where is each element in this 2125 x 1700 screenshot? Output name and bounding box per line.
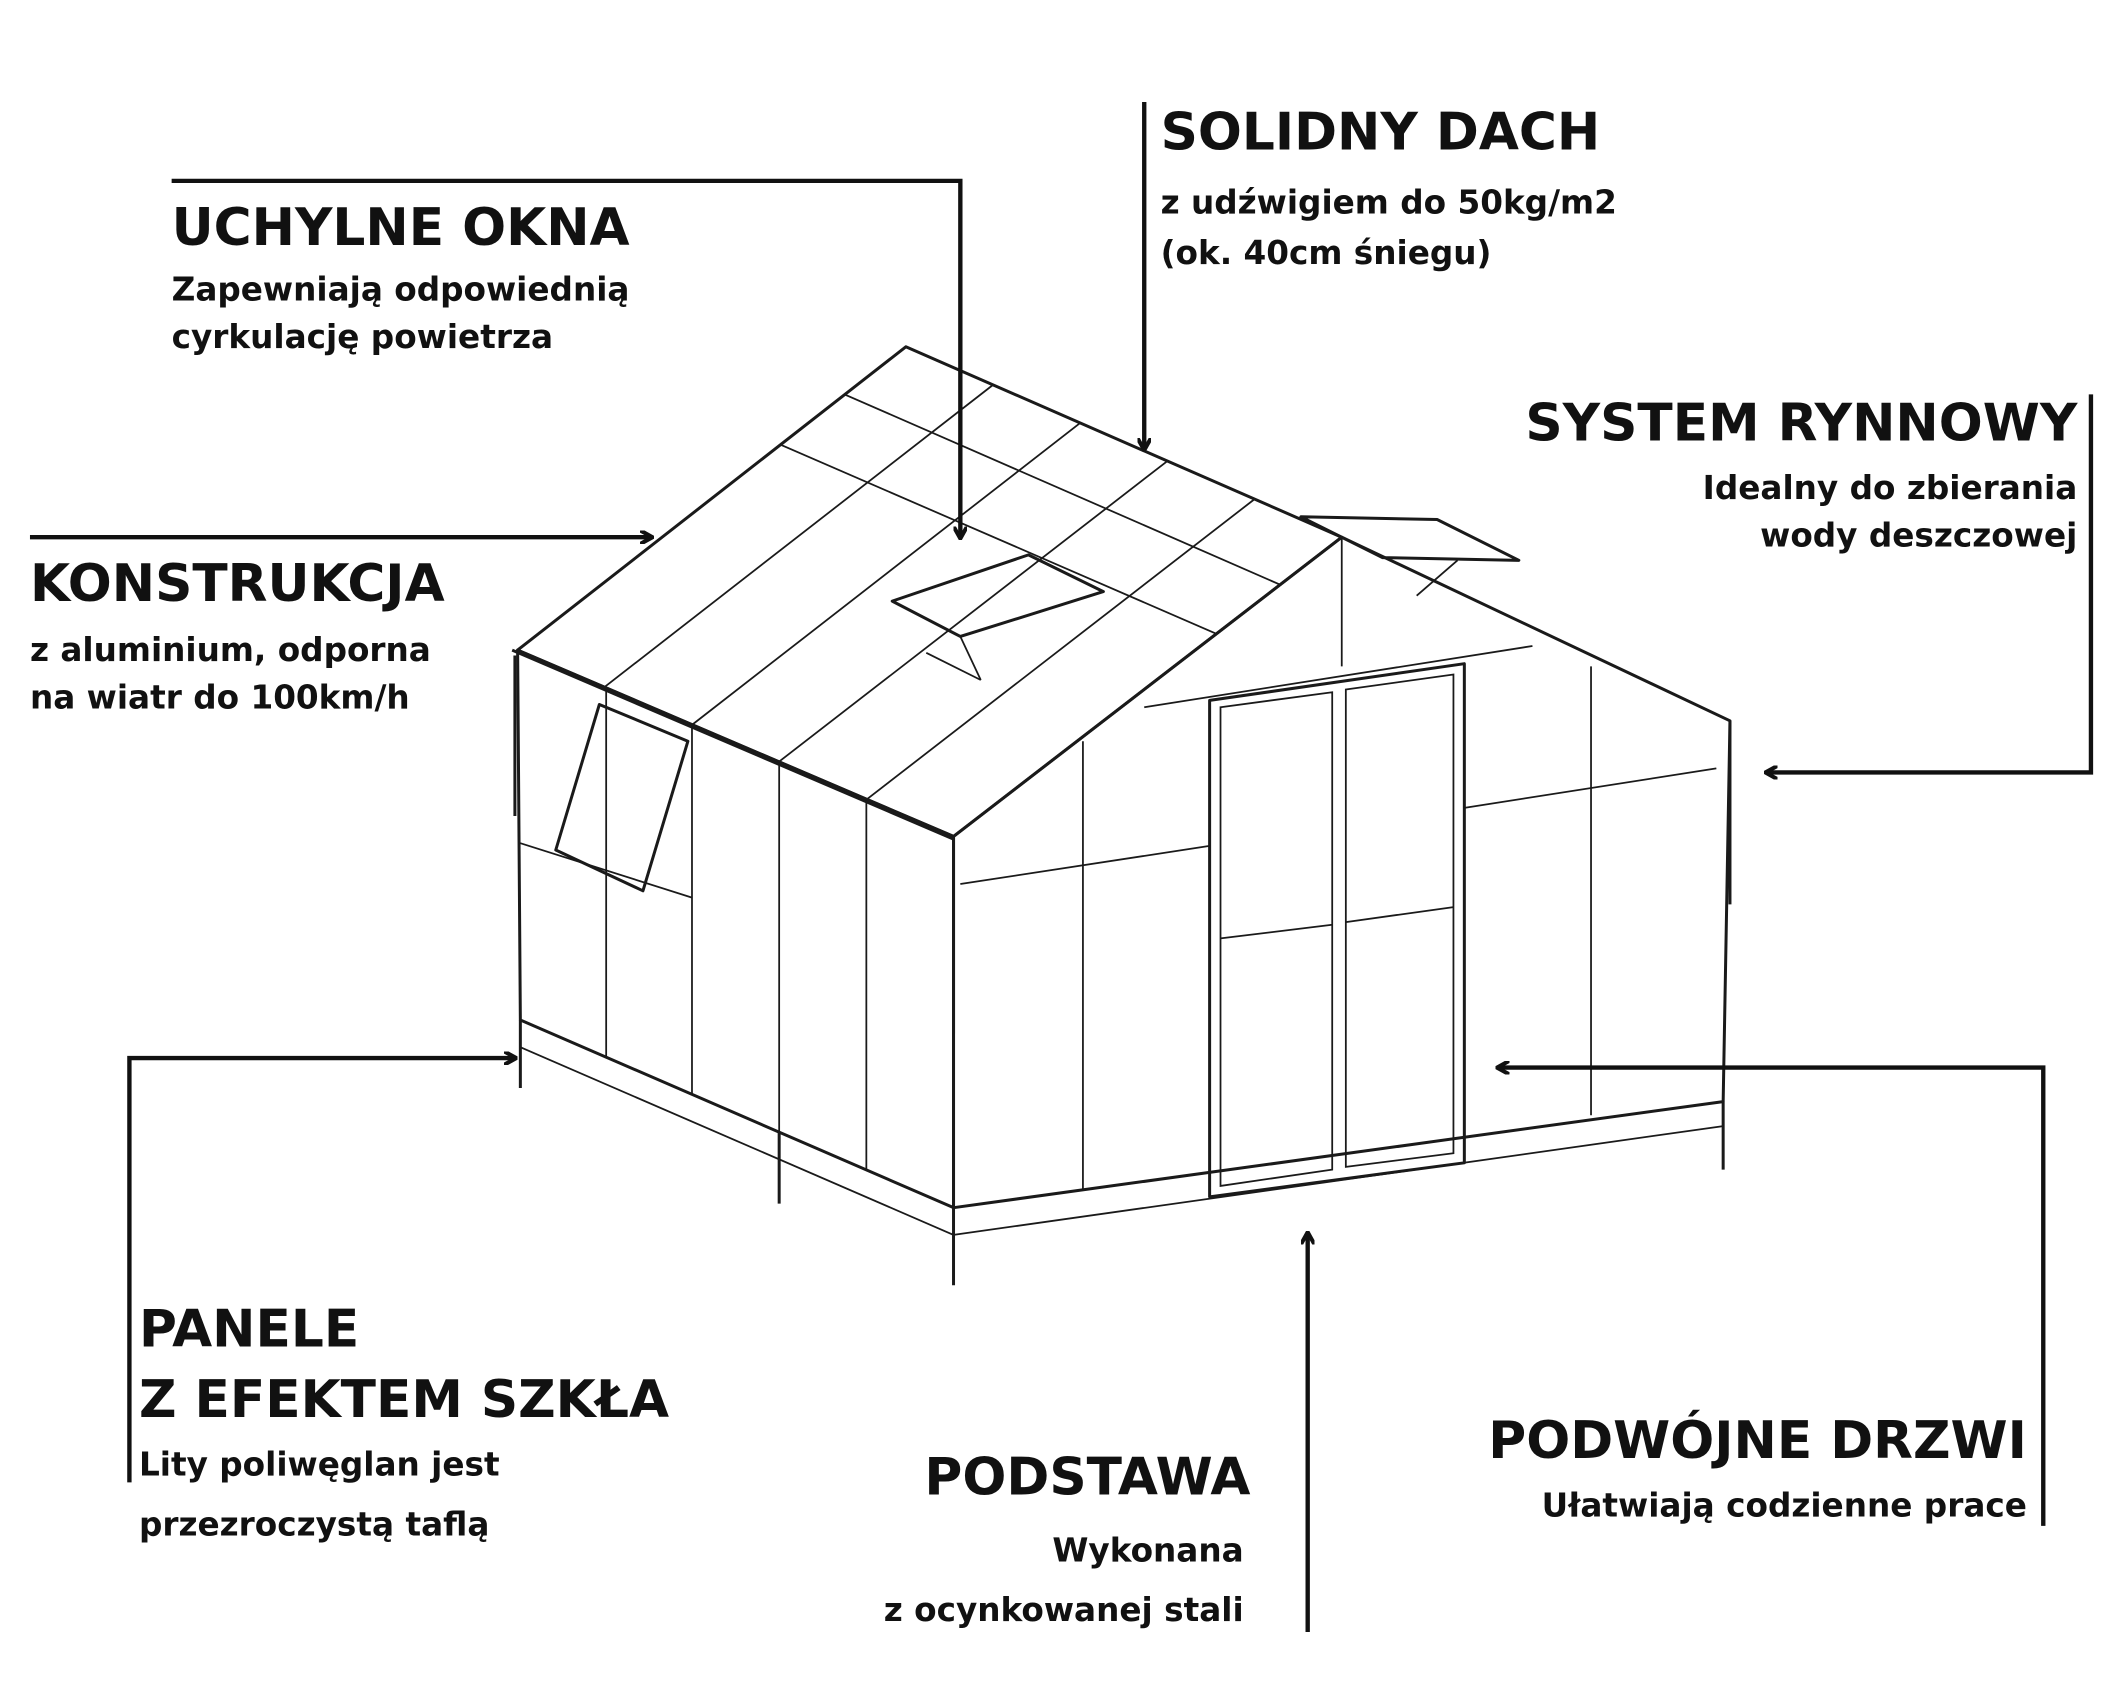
- windows-line-2: cyrkulację powietrza: [172, 318, 553, 356]
- base-title: PODSTAWA: [924, 1448, 1250, 1508]
- gutter-title: SYSTEM RYNNOWY: [1525, 394, 2077, 454]
- gutter-line-2: wody deszczowej: [1760, 517, 2077, 555]
- base-line-2: z ocynkowanej stali: [884, 1591, 1244, 1629]
- roof-label: SOLIDNY DACH z udźwigiem do 50kg/m2 (ok.…: [1161, 103, 1617, 272]
- frame-title: KONSTRUKCJA: [30, 554, 445, 614]
- roof-line-1: z udźwigiem do 50kg/m2: [1161, 184, 1617, 222]
- frame-line-1: z aluminium, odporna: [30, 631, 431, 669]
- frame-label: KONSTRUKCJA z aluminium, odporna na wiat…: [30, 554, 445, 716]
- windows-line-1: Zapewniają odpowiednią: [172, 271, 630, 309]
- doors-title: PODWÓJNE DRZWI: [1488, 1410, 2027, 1471]
- gutter-line-1: Idealny do zbierania: [1703, 469, 2078, 507]
- panels-leader: [127, 1058, 514, 1483]
- roof-line-2: (ok. 40cm śniegu): [1161, 234, 1492, 272]
- panels-title-2: Z EFEKTEM SZKŁA: [139, 1370, 669, 1430]
- windows-leader: [171, 178, 961, 537]
- gutter-label: SYSTEM RYNNOWY Idealny do zbierania wody…: [1525, 394, 2077, 555]
- gutter-leader: [1767, 394, 2094, 772]
- roof-title: SOLIDNY DACH: [1161, 103, 1601, 163]
- frame-line-2: na wiatr do 100km/h: [30, 679, 410, 717]
- base-line-1: Wykonana: [1052, 1531, 1243, 1569]
- base-label: PODSTAWA Wykonana z ocynkowanej stali: [884, 1448, 1251, 1629]
- doors-label: PODWÓJNE DRZWI Ułatwiają codzienne prace: [1488, 1410, 2027, 1524]
- panels-line-2: przezroczystą taflą: [139, 1505, 489, 1543]
- doors-line-1: Ułatwiają codzienne prace: [1542, 1486, 2027, 1524]
- greenhouse-illustration: [511, 345, 1732, 1286]
- panels-label: PANELE Z EFEKTEM SZKŁA Lity poliwęglan j…: [139, 1299, 669, 1543]
- doors-leader: [1498, 1068, 2046, 1526]
- windows-title: UCHYLNE OKNA: [172, 198, 630, 258]
- windows-label: UCHYLNE OKNA Zapewniają odpowiednią cyrk…: [172, 198, 630, 356]
- panels-line-1: Lity poliwęglan jest: [139, 1446, 500, 1484]
- panels-title-1: PANELE: [139, 1299, 359, 1359]
